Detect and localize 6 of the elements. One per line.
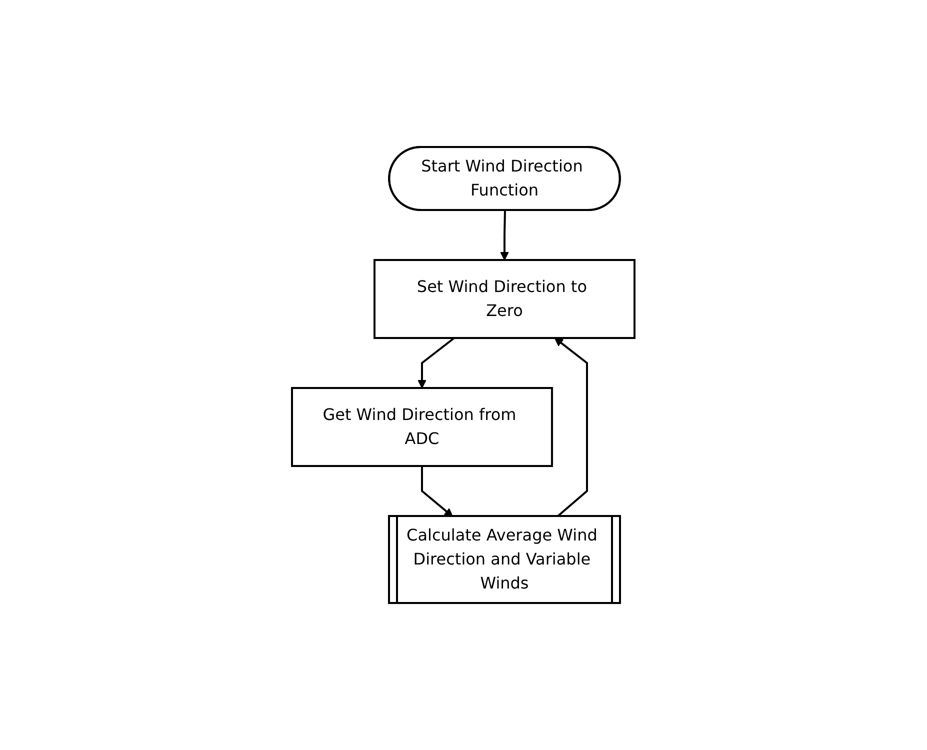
arrow <box>500 210 510 260</box>
arrow <box>418 337 456 388</box>
node-box: Set Wind Direction to Zero <box>374 259 636 339</box>
arrow <box>554 338 588 518</box>
node-box: Get Wind Direction from ADC <box>291 387 554 467</box>
arrow <box>421 466 454 517</box>
